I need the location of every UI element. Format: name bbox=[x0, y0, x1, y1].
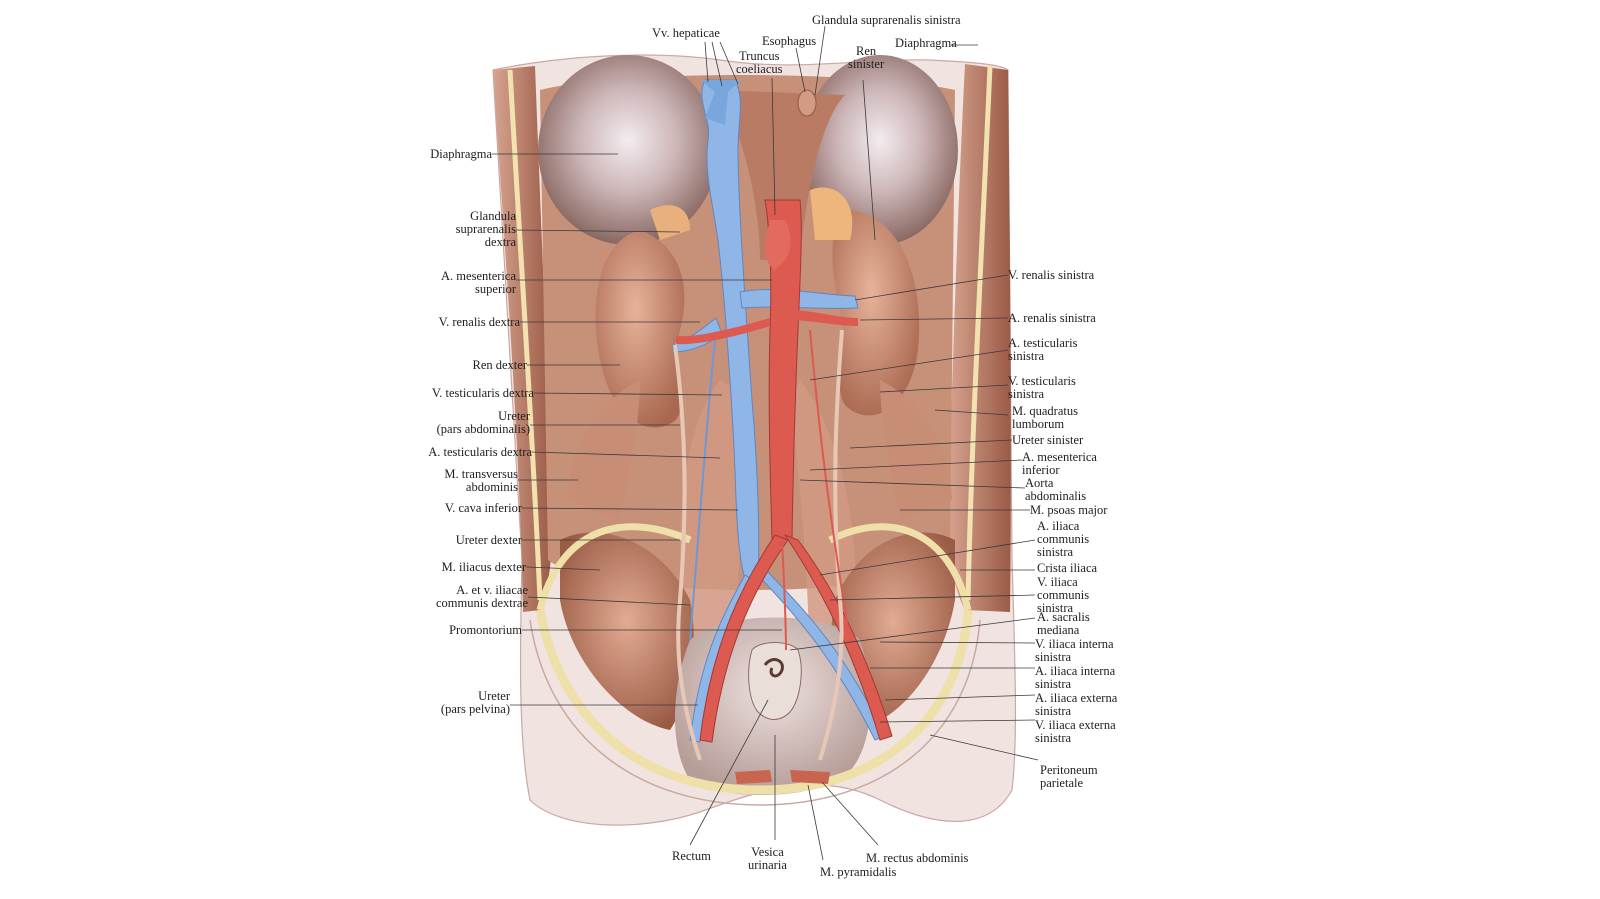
testicular-vessels-right bbox=[689, 339, 716, 641]
median-sacral-artery bbox=[781, 539, 787, 651]
label-truncus-coeliacus: Truncus coeliacus bbox=[736, 49, 783, 76]
rectum bbox=[748, 642, 802, 720]
label-m-iliacus-dexter: M. iliacus dexter bbox=[441, 560, 526, 574]
label-peritoneum-parietale: Peritoneum parietale bbox=[1040, 763, 1098, 790]
rectum-lumen bbox=[763, 658, 784, 678]
label-v-iliaca-communis-sinistra: V. iliaca communis sinistra bbox=[1037, 575, 1090, 615]
kidney-right bbox=[595, 230, 685, 428]
label-v-testicularis-dextra: V. testicularis dextra bbox=[431, 386, 534, 400]
label-a-testicularis-sinistra: A. testicularis sinistra bbox=[1008, 336, 1078, 363]
label-a-iliaca-communis-sinistra: A. iliaca communis sinistra bbox=[1037, 519, 1090, 559]
label-promontorium: Promontorium bbox=[449, 623, 522, 637]
label-m-psoas-major: M. psoas major bbox=[1030, 503, 1108, 517]
label-ureter-pars-pelvina: Ureter (pars pelvina) bbox=[440, 689, 510, 716]
peritoneum-rim bbox=[535, 609, 973, 795]
label-v-testicularis-sinistra: V. testicularis sinistra bbox=[1008, 374, 1076, 401]
crista-rim-left bbox=[828, 523, 972, 611]
label-m-quadratus-lumborum: M. quadratus lumborum bbox=[1012, 404, 1078, 431]
label-glandula-suprarenalis-sinistra: Glandula suprarenalis sinistra bbox=[812, 13, 961, 27]
label-v-iliaca-interna-sinistra: V. iliaca interna sinistra bbox=[1035, 637, 1114, 664]
hepatic-veins bbox=[700, 80, 742, 125]
esophagus bbox=[797, 89, 817, 117]
fat-layer-left bbox=[507, 69, 543, 601]
label-m-pyramidalis: M. pyramidalis bbox=[820, 865, 897, 879]
adrenal-left bbox=[810, 187, 853, 240]
leader-lines bbox=[492, 25, 1039, 861]
diaphragm-dome-right bbox=[538, 55, 718, 245]
label-a-iliaca-interna-sinistra: A. iliaca interna sinistra bbox=[1035, 664, 1116, 691]
label-a-sacralis-mediana: A. sacralis mediana bbox=[1037, 610, 1090, 637]
iliac-artery-right bbox=[699, 534, 789, 743]
label-m-rectus-abdominis: M. rectus abdominis bbox=[866, 851, 969, 865]
diaphragm-crura bbox=[715, 90, 845, 260]
label-a-et-v-iliacae: A. et v. iliacae communis dextrae bbox=[436, 583, 528, 610]
label-diaphragma-left: Diaphragma bbox=[430, 147, 492, 161]
peritoneum-rim-edge bbox=[529, 619, 981, 806]
label-crista-iliaca: Crista iliaca bbox=[1037, 561, 1098, 575]
label-v-renalis-dextra: V. renalis dextra bbox=[438, 315, 520, 329]
label-ren-sinister: Ren sinister bbox=[848, 44, 885, 71]
label-esophagus: Esophagus bbox=[762, 34, 817, 48]
label-ureter-dexter: Ureter dexter bbox=[455, 533, 522, 547]
ureter-left bbox=[818, 329, 844, 761]
label-rectum: Rectum bbox=[672, 849, 711, 863]
ureter-right bbox=[673, 344, 702, 761]
label-v-cava-inferior: V. cava inferior bbox=[444, 501, 522, 515]
label-ureter-sinister: Ureter sinister bbox=[1012, 433, 1084, 447]
label-glandula-suprarenalis-dextra: Glandula suprarenalis dextra bbox=[455, 209, 516, 249]
rectus-bands bbox=[735, 770, 830, 784]
label-ren-dexter: Ren dexter bbox=[472, 358, 528, 372]
renal-artery-left bbox=[795, 310, 858, 326]
label-vv-hepaticae: Vv. hepaticae bbox=[652, 26, 720, 40]
label-aorta-abdominalis: Aorta abdominalis bbox=[1025, 476, 1087, 503]
label-diaphragma-top: Diaphragma bbox=[895, 36, 957, 50]
label-a-iliaca-externa-sinistra: A. iliaca externa sinistra bbox=[1035, 691, 1118, 718]
iliac-artery-left bbox=[783, 533, 893, 741]
label-a-mesenterica-inferior: A. mesenterica inferior bbox=[1022, 450, 1097, 477]
abdominal-wall-left bbox=[493, 66, 553, 612]
label-m-transversus-abdominis: M. transversus abdominis bbox=[444, 467, 518, 494]
label-vesica-urinaria: Vesica urinaria bbox=[748, 845, 787, 872]
adrenal-right bbox=[650, 205, 690, 240]
fat-layer-right bbox=[965, 65, 993, 601]
label-a-testicularis-dextra: A. testicularis dextra bbox=[428, 445, 532, 459]
iliacus-right bbox=[560, 532, 694, 730]
label-v-iliaca-externa-sinistra: V. iliaca externa sinistra bbox=[1035, 718, 1116, 745]
celiac-trunk bbox=[765, 220, 791, 270]
label-ureter-pars-abdominalis: Ureter (pars abdominalis) bbox=[436, 409, 530, 436]
renal-artery-right bbox=[676, 318, 770, 345]
label-v-renalis-sinistra: V. renalis sinistra bbox=[1008, 268, 1095, 282]
quadratus-right bbox=[568, 380, 640, 520]
label-a-renalis-sinistra: A. renalis sinistra bbox=[1008, 311, 1096, 325]
kidney-left bbox=[832, 210, 920, 416]
crista-rim-right bbox=[536, 523, 692, 611]
label-a-mesenterica-superior: A. mesenterica superior bbox=[441, 269, 516, 296]
